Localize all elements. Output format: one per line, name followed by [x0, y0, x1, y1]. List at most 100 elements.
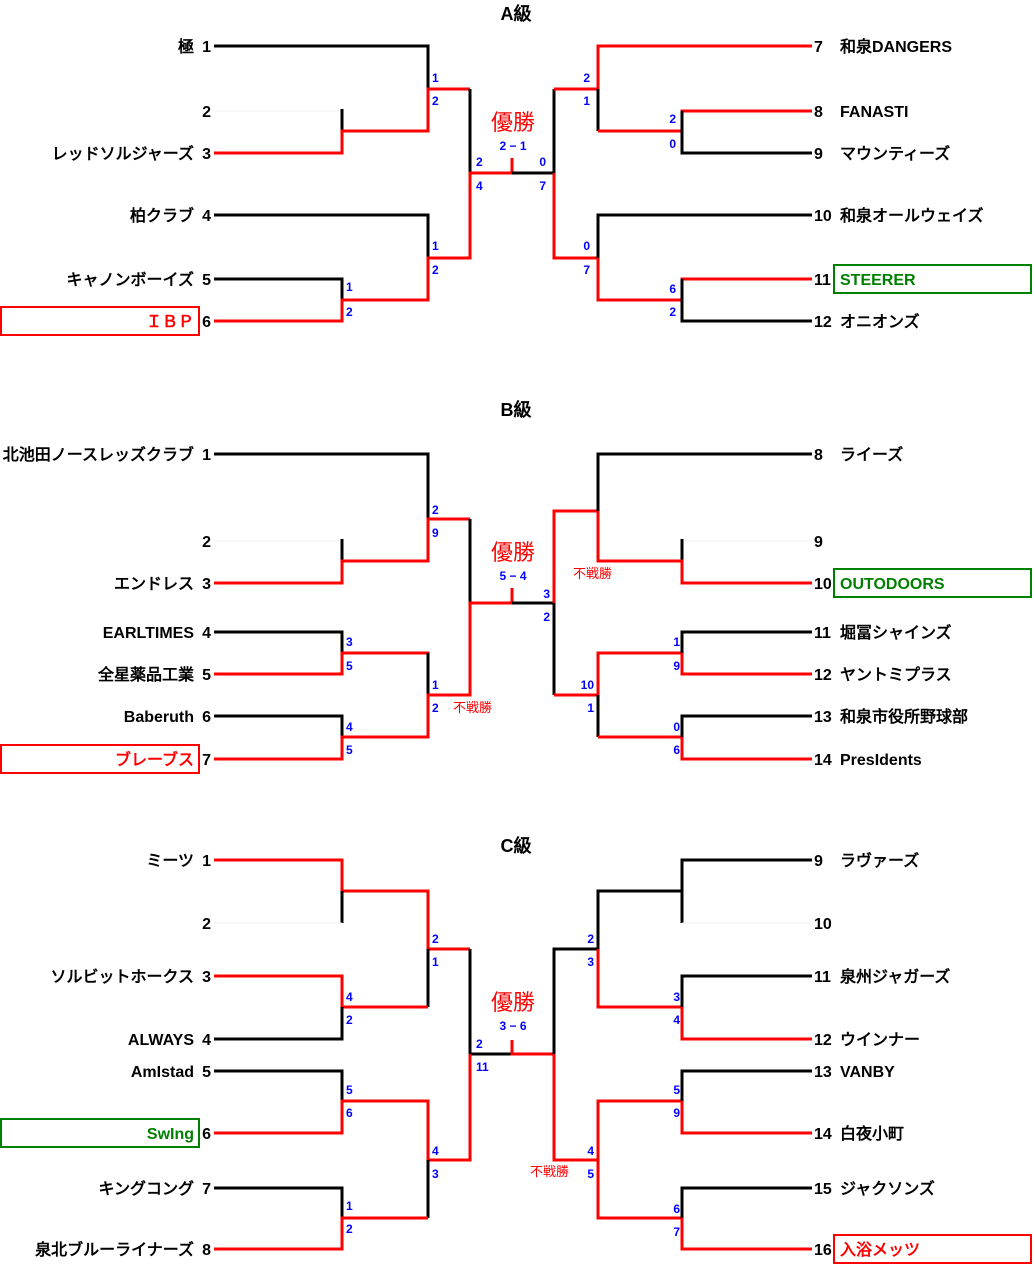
match-score: 4: [346, 720, 353, 734]
bracket-line: [214, 630, 344, 653]
team-seed: 4: [202, 208, 211, 225]
team-name: STEERER: [840, 272, 916, 289]
bracket-title: A級: [501, 3, 532, 24]
bracket-line: [680, 1218, 812, 1251]
match-score: 0: [669, 137, 676, 151]
match-score: 5: [346, 659, 353, 673]
final-score: 5 − 4: [499, 569, 526, 583]
match-score: 3: [673, 990, 680, 1004]
bracket-line: [596, 258, 812, 302]
walkover-label: 不戦勝: [530, 1164, 569, 1179]
champion-box: [0, 744, 200, 774]
match-score: 1: [346, 280, 353, 294]
match-score: 5: [346, 743, 353, 757]
bracket-line: [214, 158, 514, 323]
match-score: 3: [543, 587, 550, 601]
team-seed: 10: [814, 576, 832, 593]
bracket-line: [214, 277, 344, 300]
team-seed: 7: [814, 39, 823, 56]
team-seed: 4: [202, 1032, 211, 1049]
team-seed: 9: [814, 534, 823, 551]
match-score: 6: [669, 282, 676, 296]
bracket-title: C級: [501, 835, 532, 856]
match-score: 1: [432, 678, 439, 692]
match-score: 2: [346, 305, 353, 319]
match-score: 4: [346, 990, 353, 1004]
team-seed: 10: [814, 916, 832, 933]
bracket-line: [680, 858, 812, 891]
team-name: FANASTI: [840, 104, 908, 121]
team-name: 柏クラブ: [130, 206, 194, 225]
team-name: 全星薬品工業: [97, 665, 195, 684]
team-name: キャノンボーイズ: [66, 270, 194, 289]
bracket-line: [596, 213, 812, 258]
bracket-line: [214, 87, 470, 155]
bracket-line: [680, 1101, 812, 1135]
team-seed: 1: [202, 853, 211, 870]
team-seed: 3: [202, 146, 211, 163]
team-seed: 3: [202, 969, 211, 986]
bracket-line: [598, 109, 812, 133]
bracket-line: [596, 651, 682, 695]
team-seed: 12: [814, 667, 832, 684]
runner-up-box: [0, 1118, 200, 1148]
match-score: 2: [432, 263, 439, 277]
bracket-line: [680, 1186, 812, 1218]
team-seed: 1: [202, 447, 211, 464]
walkover-label: 不戦勝: [453, 700, 492, 715]
match-score: 10: [581, 678, 595, 692]
match-score: 11: [476, 1060, 489, 1074]
team-seed: 8: [814, 104, 823, 121]
team-name: EARLTIMES: [103, 625, 195, 642]
team-seed: 11: [814, 272, 831, 289]
team-seed: 11: [814, 969, 831, 986]
team-name: 和泉オールウェイズ: [840, 206, 984, 225]
team-seed: 15: [814, 1181, 832, 1198]
match-score: 5: [673, 1083, 680, 1097]
bracket-title: B級: [501, 399, 532, 420]
bracket-line: [214, 1069, 344, 1101]
match-score: 1: [346, 1199, 353, 1213]
team-name: Baberuth: [124, 709, 194, 726]
match-score: 1: [583, 94, 590, 108]
bracket-line: [680, 714, 812, 737]
team-name: 堀冨シャインズ: [840, 623, 952, 642]
team-seed: 14: [814, 1126, 832, 1143]
match-score: 4: [432, 1144, 439, 1158]
team-name: ラヴァーズ: [840, 851, 919, 870]
match-score: 5: [346, 1083, 353, 1097]
match-score: 2: [432, 701, 439, 715]
champion-label: 優勝: [491, 540, 535, 565]
team-name: ウインナー: [840, 1031, 920, 1049]
team-seed: 13: [814, 1064, 832, 1081]
team-name: 泉北ブルーライナーズ: [35, 1240, 194, 1259]
bracket-line: [596, 1160, 682, 1220]
walkover-label: 不戦勝: [573, 566, 612, 581]
bracket-line: [214, 1216, 428, 1251]
bracket-line: [214, 714, 344, 737]
team-name: ALWAYS: [128, 1032, 194, 1049]
bracket-line: [214, 588, 514, 761]
team-name: ＩＢＰ: [146, 314, 194, 331]
team-seed: 5: [202, 1064, 211, 1081]
team-seed: 14: [814, 752, 832, 769]
team-seed: 6: [202, 709, 211, 726]
match-score: 0: [583, 239, 590, 253]
match-score: 3: [432, 1167, 439, 1181]
final-score: 3 − 6: [499, 1019, 526, 1033]
runner-up-box: [833, 264, 1032, 294]
match-score: 2: [669, 305, 676, 319]
match-score: 2: [346, 1222, 353, 1236]
match-score: 2: [476, 155, 483, 169]
bracket-line: [214, 651, 430, 695]
match-score: 9: [673, 1106, 680, 1120]
team-name: 白夜小町: [840, 1124, 904, 1143]
team-seed: 16: [814, 1242, 832, 1259]
match-score: 9: [432, 526, 439, 540]
match-score: 7: [539, 179, 546, 193]
match-score: 0: [539, 155, 546, 169]
match-score: 2: [587, 932, 594, 946]
team-name: ジャクソンズ: [840, 1179, 935, 1198]
match-score: 1: [587, 701, 594, 715]
